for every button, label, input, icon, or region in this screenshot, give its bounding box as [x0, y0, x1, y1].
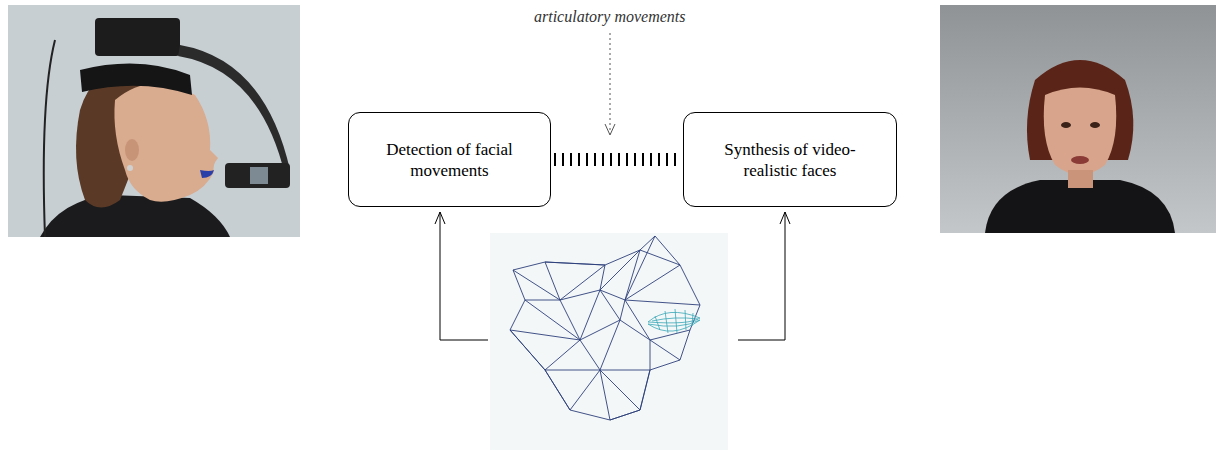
- process-box: Synthesis of video-realistic faces: [683, 112, 897, 207]
- mesh-arrows: [435, 212, 790, 340]
- box-text: Detection of facial movements: [368, 139, 531, 181]
- box-text: Synthesis of video-realistic faces: [703, 139, 877, 181]
- wireframe-mesh: [490, 233, 728, 450]
- annotation-label: articulatory movements: [532, 8, 688, 26]
- headset-photo: [8, 5, 300, 237]
- synthesized-face-photo: [940, 5, 1216, 233]
- hatched-link: [554, 159, 680, 160]
- process-box: Detection of facial movements: [348, 112, 551, 207]
- dotted-arrow: [605, 33, 615, 135]
